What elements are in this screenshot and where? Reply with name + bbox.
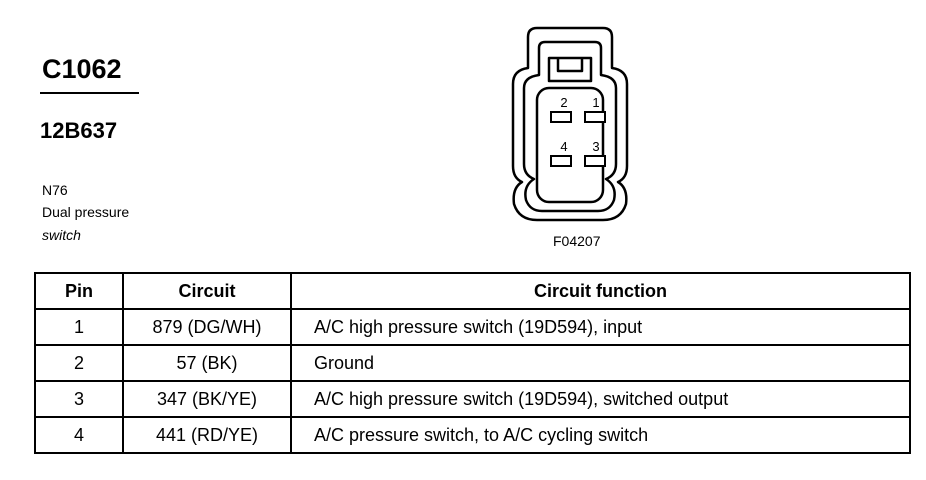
component-description-line2: switch [42, 227, 81, 243]
pin-4-terminal [550, 155, 572, 167]
locking-tab [547, 56, 593, 83]
component-description-line1: Dual pressure [42, 204, 130, 220]
pin-cavity [535, 86, 605, 204]
pin-3-terminal [584, 155, 606, 167]
connector-inner-shell [522, 40, 618, 213]
cell-function: A/C high pressure switch (19D594), input [290, 308, 911, 346]
figure-label: F04207 [553, 233, 601, 249]
pin-2-terminal [550, 111, 572, 123]
table-row: 4 441 (RD/YE) A/C pressure switch, to A/… [34, 416, 911, 454]
component-id: N76 [42, 182, 68, 198]
table-row: 2 57 (BK) Ground [34, 344, 911, 382]
cell-pin: 1 [34, 308, 124, 346]
cell-circuit: 57 (BK) [122, 344, 292, 382]
cell-circuit: 441 (RD/YE) [122, 416, 292, 454]
table-header-row: Pin Circuit Circuit function [34, 272, 911, 310]
header-circuit-function: Circuit function [290, 272, 911, 310]
connector-face-diagram: 2 1 4 3 [511, 26, 629, 222]
part-number: 12B637 [40, 118, 118, 143]
connector-code: C1062 [42, 54, 122, 84]
pinout-table: Pin Circuit Circuit function 1 879 (DG/W… [34, 272, 911, 454]
header-circuit: Circuit [122, 272, 292, 310]
cell-pin: 4 [34, 416, 124, 454]
table-row: 3 347 (BK/YE) A/C high pressure switch (… [34, 380, 911, 418]
connector-outer-shell [511, 26, 629, 222]
pin-label-1: 1 [592, 95, 599, 110]
cell-pin: 2 [34, 344, 124, 382]
cell-function: Ground [290, 344, 911, 382]
pin-label-3: 3 [592, 139, 599, 154]
cell-circuit: 879 (DG/WH) [122, 308, 292, 346]
table-row: 1 879 (DG/WH) A/C high pressure switch (… [34, 308, 911, 346]
pin-label-4: 4 [560, 139, 567, 154]
cell-pin: 3 [34, 380, 124, 418]
cell-function: A/C high pressure switch (19D594), switc… [290, 380, 911, 418]
title-underline [40, 92, 139, 94]
cell-function: A/C pressure switch, to A/C cycling swit… [290, 416, 911, 454]
pin-label-2: 2 [560, 95, 567, 110]
header-pin: Pin [34, 272, 124, 310]
cell-circuit: 347 (BK/YE) [122, 380, 292, 418]
pin-1-terminal [584, 111, 606, 123]
